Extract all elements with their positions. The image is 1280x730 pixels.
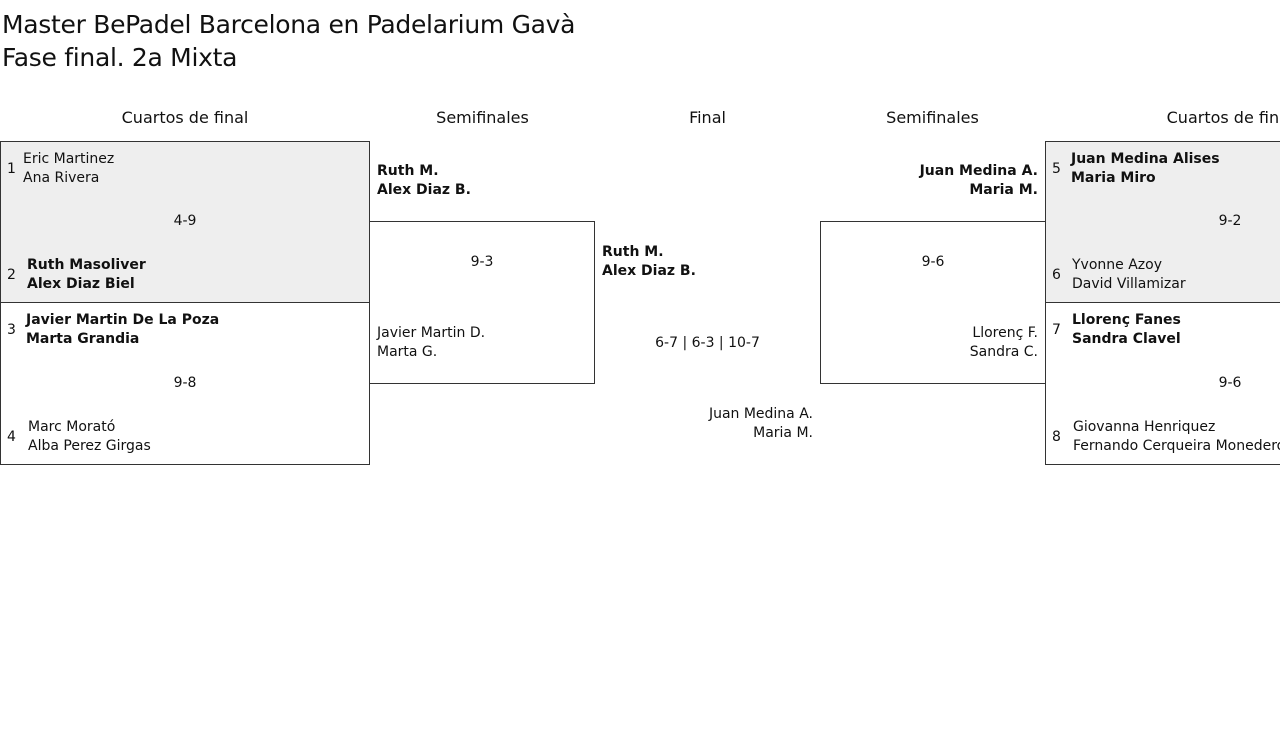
player-name: Llorenç Fanes bbox=[1072, 312, 1181, 328]
player-name: Juan Medina Alises bbox=[1071, 151, 1220, 167]
match-score: 9-6 bbox=[1218, 375, 1242, 391]
player-name: Llorenç F. bbox=[972, 325, 1038, 341]
team-entry-winner: Ruth M. Alex Diaz B. bbox=[377, 162, 471, 200]
final-score: 6-7 | 6-3 | 10-7 bbox=[655, 335, 760, 351]
player-name: David Villamizar bbox=[1072, 276, 1186, 292]
team-entry: Eric Martinez Ana Rivera bbox=[23, 150, 114, 188]
semifinal-match-1 bbox=[369, 221, 595, 384]
quarterfinal-match-4 bbox=[1045, 302, 1280, 465]
player-name: Javier Martin D. bbox=[377, 325, 486, 341]
player-name: Javier Martin De La Poza bbox=[26, 312, 220, 328]
player-name: Alex Diaz Biel bbox=[27, 276, 135, 292]
player-name: Marc Morató bbox=[28, 419, 116, 435]
team-entry: Giovanna Henriquez Fernando Cerqueira Mo… bbox=[1073, 418, 1280, 456]
seed-number: 7 bbox=[1052, 322, 1061, 338]
team-entry: Javier Martin D. Marta G. bbox=[377, 324, 485, 362]
team-entry-winner: Javier Martin De La Poza Marta Grandia bbox=[26, 311, 219, 349]
team-entry: Marc Morató Alba Perez Girgas bbox=[28, 418, 151, 456]
player-name: Maria M. bbox=[753, 425, 813, 441]
seed-number: 6 bbox=[1052, 267, 1061, 283]
player-name: Alex Diaz B. bbox=[602, 263, 696, 279]
player-name: Fernando Cerqueira Monedero bbox=[1073, 438, 1280, 454]
team-entry: Juan Medina A. Maria M. bbox=[709, 405, 813, 443]
player-name: Ruth M. bbox=[602, 244, 664, 260]
seed-number: 3 bbox=[7, 322, 16, 338]
team-entry: Yvonne Azoy David Villamizar bbox=[1072, 256, 1186, 294]
player-name: Giovanna Henriquez bbox=[1073, 419, 1216, 435]
seed-number: 4 bbox=[7, 429, 16, 445]
header-quarterfinals-right: Cuartos de final bbox=[1166, 108, 1280, 127]
header-semifinals-right: Semifinales bbox=[886, 108, 979, 127]
header-quarterfinals-left: Cuartos de final bbox=[121, 108, 249, 127]
match-score: 9-6 bbox=[921, 254, 945, 270]
team-entry: Llorenç F. Sandra C. bbox=[970, 324, 1038, 362]
title-line-1: Master BePadel Barcelona en Padelarium G… bbox=[2, 10, 576, 39]
team-entry-winner: Juan Medina Alises Maria Miro bbox=[1071, 150, 1220, 188]
team-entry-winner: Llorenç Fanes Sandra Clavel bbox=[1072, 311, 1181, 349]
player-name: Ruth Masoliver bbox=[27, 257, 146, 273]
player-name: Sandra Clavel bbox=[1072, 331, 1181, 347]
quarterfinal-match-1 bbox=[0, 141, 370, 303]
team-entry-champion: Ruth M. Alex Diaz B. bbox=[602, 243, 696, 281]
player-name: Marta G. bbox=[377, 344, 438, 360]
header-final: Final bbox=[689, 108, 726, 127]
seed-number: 1 bbox=[7, 161, 16, 177]
player-name: Maria M. bbox=[969, 182, 1038, 198]
player-name: Alba Perez Girgas bbox=[28, 438, 151, 454]
player-name: Juan Medina A. bbox=[708, 406, 813, 422]
player-name: Eric Martinez bbox=[23, 151, 115, 167]
player-name: Maria Miro bbox=[1071, 170, 1156, 186]
player-name: Alex Diaz B. bbox=[377, 182, 471, 198]
player-name: Ruth M. bbox=[377, 163, 439, 179]
title-line-2: Fase final. 2a Mixta bbox=[2, 43, 238, 72]
match-score: 9-2 bbox=[1218, 213, 1242, 229]
match-score: 4-9 bbox=[173, 213, 197, 229]
header-semifinals-left: Semifinales bbox=[436, 108, 529, 127]
match-score: 9-8 bbox=[173, 375, 197, 391]
player-name: Sandra C. bbox=[969, 344, 1038, 360]
seed-number: 5 bbox=[1052, 161, 1061, 177]
match-score: 9-3 bbox=[470, 254, 494, 270]
quarterfinal-match-3 bbox=[1045, 141, 1280, 303]
seed-number: 2 bbox=[7, 267, 16, 283]
team-entry-winner: Ruth Masoliver Alex Diaz Biel bbox=[27, 256, 146, 294]
team-entry-winner: Juan Medina A. Maria M. bbox=[920, 162, 1038, 200]
page-title: Master BePadel Barcelona en Padelarium G… bbox=[2, 8, 575, 74]
player-name: Yvonne Azoy bbox=[1072, 257, 1162, 273]
player-name: Marta Grandia bbox=[26, 331, 140, 347]
seed-number: 8 bbox=[1052, 429, 1061, 445]
player-name: Ana Rivera bbox=[23, 170, 100, 186]
player-name: Juan Medina A. bbox=[919, 163, 1038, 179]
